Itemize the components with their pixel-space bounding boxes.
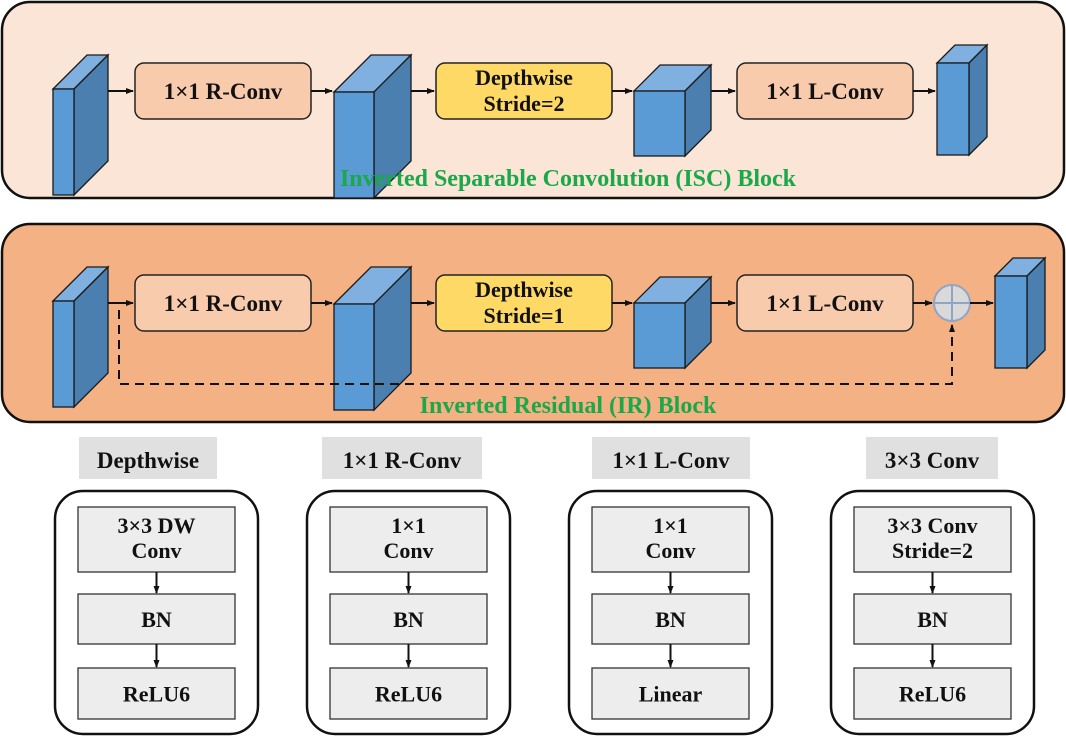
legend-step-text: ReLU6 xyxy=(123,682,190,707)
ir-depthwise-line1: Depthwise xyxy=(475,277,573,302)
tensor-front-face xyxy=(52,300,75,408)
ir-output-tensor xyxy=(993,256,1047,370)
legend-step-text: BN xyxy=(393,607,424,632)
legend-label: Depthwise xyxy=(97,448,199,473)
tensor-front-face xyxy=(633,90,686,157)
legend-step-text: BN xyxy=(655,607,686,632)
isc-input-tensor xyxy=(51,53,110,197)
legend-label-bg xyxy=(322,437,482,479)
legend-label: 1×1 R-Conv xyxy=(343,448,462,473)
legend-step-text: Linear xyxy=(639,682,703,707)
legend-label-bg xyxy=(79,437,217,479)
add-icon xyxy=(933,284,971,322)
legend-step-box xyxy=(329,506,488,573)
legend-step-box xyxy=(329,593,488,645)
isc-r-conv-label: 1×1 R-Conv xyxy=(164,79,283,104)
isc-block-title: Inverted Separable Convolution (ISC) Blo… xyxy=(340,166,797,192)
ir-input-tensor xyxy=(51,265,110,409)
ir-block: 1×1 R-Conv Depthwise Stride=1 1×1 L-Conv… xyxy=(0,222,1066,424)
ir-l-conv-label: 1×1 L-Conv xyxy=(766,291,884,316)
isc-depthwise-line1: Depthwise xyxy=(475,65,573,90)
tensor-front-face xyxy=(52,88,75,196)
legend-step-box xyxy=(591,667,750,720)
ir-r-conv-label: 1×1 R-Conv xyxy=(164,291,283,316)
tensor-front-face xyxy=(994,275,1028,369)
legend-step-box xyxy=(329,667,488,720)
legend-step-box xyxy=(77,667,236,720)
legend-step-text: Stride=2 xyxy=(892,538,973,563)
legend-step-box xyxy=(77,506,236,573)
legend-step-box xyxy=(591,506,750,573)
legend-step-box xyxy=(853,593,1012,645)
isc-l-conv-label: 1×1 L-Conv xyxy=(766,79,884,104)
legend-step-text: ReLU6 xyxy=(899,682,966,707)
legend-step-text: Conv xyxy=(383,538,433,563)
isc-expanded-tensor xyxy=(332,53,413,200)
legend-label-bg xyxy=(866,437,998,479)
tensor-front-face xyxy=(633,302,686,369)
isc-block: 1×1 R-Conv Depthwise Stride=2 1×1 L-Conv… xyxy=(0,0,1066,200)
legend-step-text: BN xyxy=(917,607,948,632)
legend-step-text: ReLU6 xyxy=(375,682,442,707)
legend-step-box xyxy=(591,593,750,645)
legend-step-text: 3×3 Conv xyxy=(887,513,977,538)
isc-depthwise-line2: Stride=2 xyxy=(484,91,565,116)
legend-step-text: BN xyxy=(141,607,172,632)
ir-expanded-tensor xyxy=(332,265,413,412)
isc-output-tensor xyxy=(935,43,989,157)
legend-step-box xyxy=(853,506,1012,573)
legend-label: 1×1 L-Conv xyxy=(612,448,730,473)
tensor-front-face xyxy=(936,62,970,156)
residual-skip-connection xyxy=(118,310,955,385)
legend-step-text: 1×1 xyxy=(653,513,688,538)
tensor-side-face xyxy=(968,43,988,157)
tensor-front-face xyxy=(333,303,375,411)
legend-step-text: Conv xyxy=(645,538,695,563)
legend-step-text: Conv xyxy=(131,538,181,563)
legend-label-bg xyxy=(592,437,750,479)
tensor-side-face xyxy=(1026,256,1046,370)
ir-block-title: Inverted Residual (IR) Block xyxy=(420,393,717,419)
isc-depthwise-tensor xyxy=(632,63,713,158)
tensor-front-face xyxy=(333,91,375,199)
ir-depthwise-tensor xyxy=(632,275,713,370)
legend-step-text: 3×3 DW xyxy=(118,513,196,538)
legend-step-box xyxy=(853,667,1012,720)
legend-label: 3×3 Conv xyxy=(885,448,980,473)
legend-step-box xyxy=(77,593,236,645)
legend-step-text: 1×1 xyxy=(391,513,426,538)
ir-depthwise-line2: Stride=1 xyxy=(484,303,565,328)
